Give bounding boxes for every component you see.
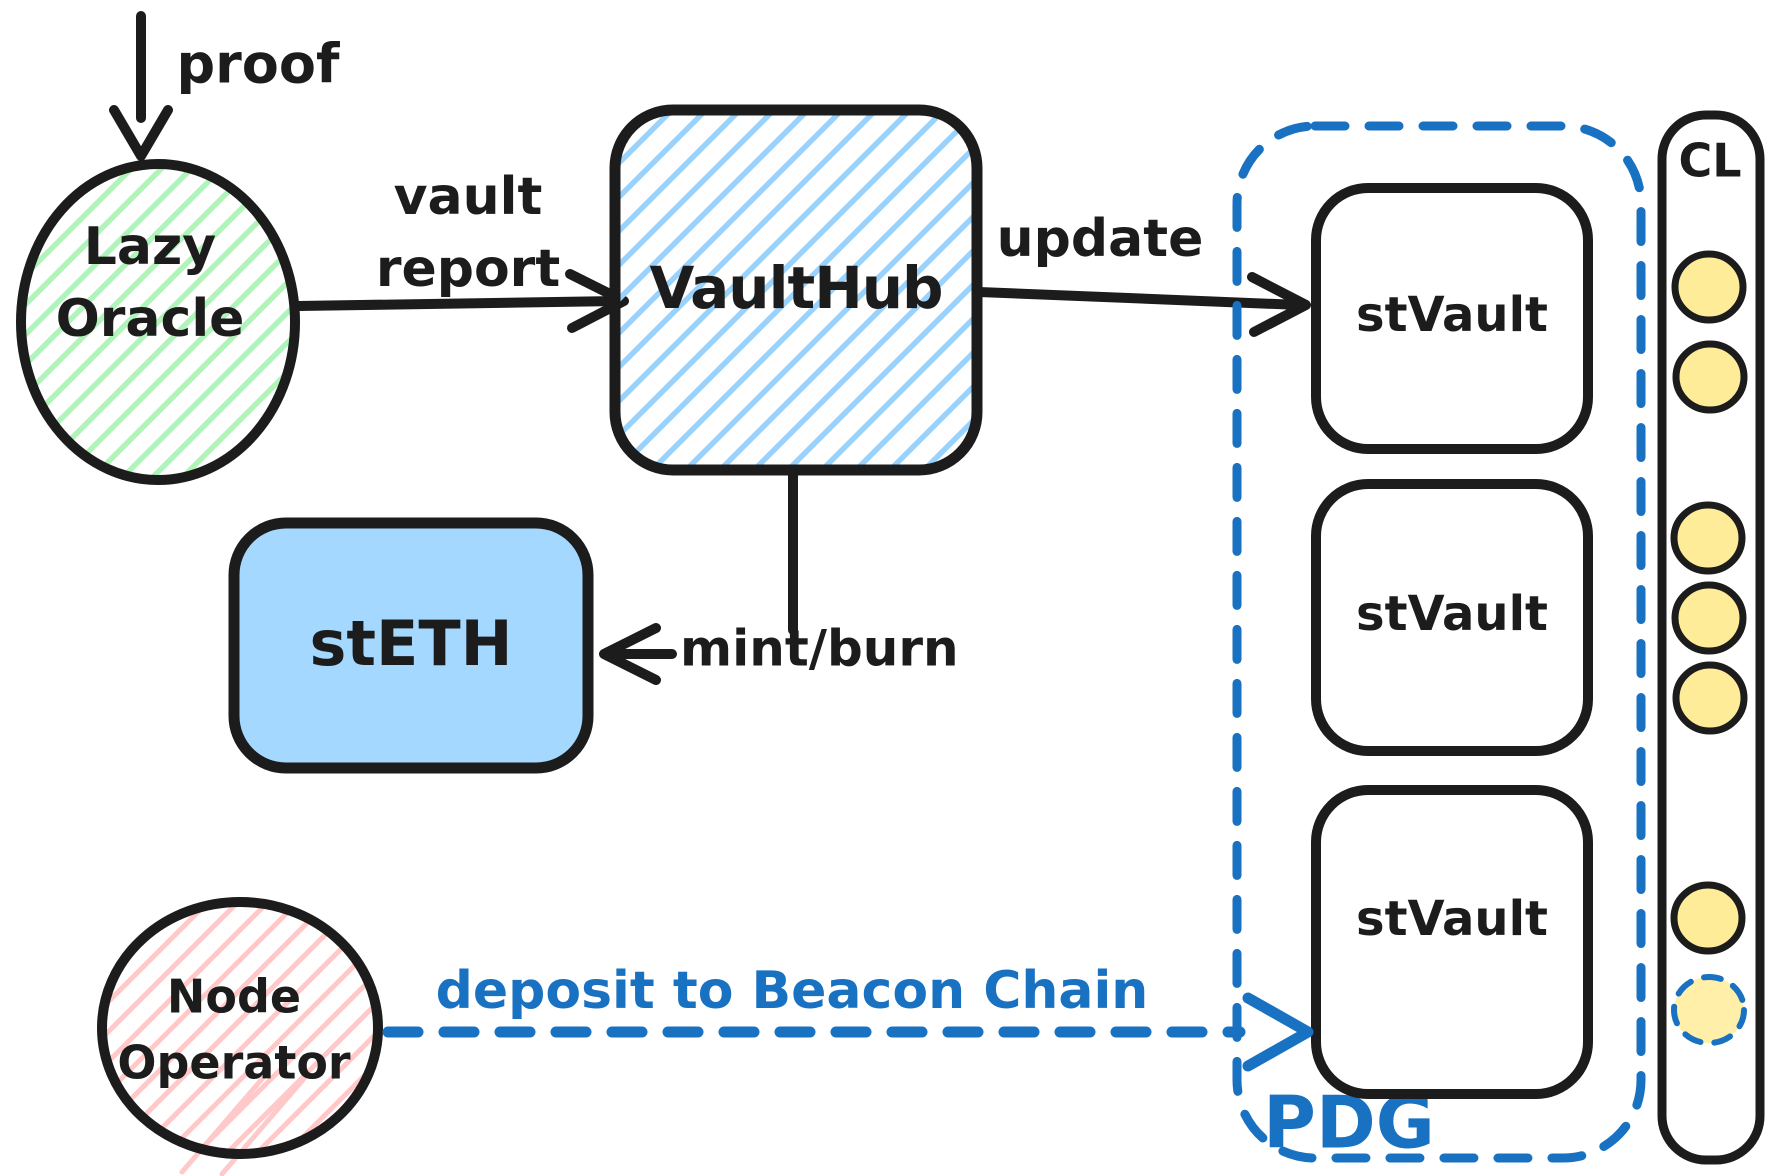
stvault-label-1: stVault [1356,287,1548,343]
deposit-arrow [382,992,1314,1072]
steth-node: stETH [228,517,594,774]
validator-dot [1671,250,1747,324]
stvault-node-1: stVault [1311,183,1593,454]
lazy-oracle-node: Lazy Oracle [16,159,300,485]
steth-label: stETH [309,607,512,680]
lazy-oracle-label-line1: Lazy [84,217,216,277]
vault-report-label-line2: report [376,239,560,299]
vault-report-label-line1: vault [394,167,543,227]
stvault-node-2: stVault [1311,479,1593,756]
validator-dot [1672,340,1748,414]
update-label: update [997,209,1204,269]
node-operator-node: Node Operator [97,897,383,1176]
validator-dot-pending [1671,974,1747,1046]
stvault-node-3: stVault [1311,785,1593,1099]
cl-label: CL [1678,134,1741,188]
proof-label: proof [177,33,340,96]
proof-arrow [109,11,173,161]
validator-dot [1670,881,1746,955]
validator-dot [1672,661,1748,735]
stvault-label-2: stVault [1356,586,1548,642]
stvault-label-3: stVault [1356,891,1548,947]
deposit-label: deposit to Beacon Chain [436,961,1149,1021]
update-arrow [974,272,1311,337]
validator-dot [1670,501,1746,575]
vaulthub-label: VaultHub [649,254,942,322]
node-operator-label-line1: Node [167,970,301,1024]
mint-burn-arrow [599,467,798,685]
node-operator-label-line2: Operator [117,1036,351,1090]
cl-column: CL [1657,110,1765,1165]
validator-dot [1671,581,1747,655]
vaulthub-node: VaultHub [609,104,983,476]
mint-burn-label: mint/burn [680,620,959,678]
lazy-oracle-label-line2: Oracle [56,289,245,349]
